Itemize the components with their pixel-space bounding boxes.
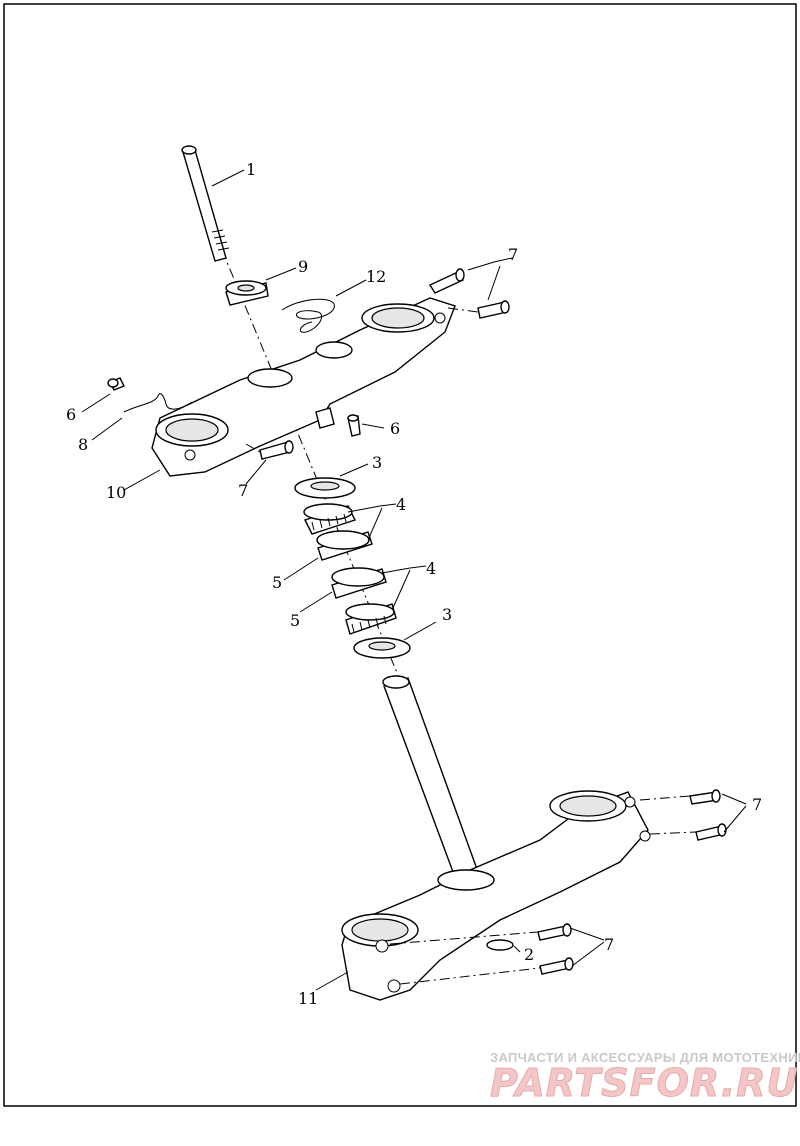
bracket-screw	[689, 789, 721, 805]
callout-9: 9	[298, 257, 308, 276]
callout-labels: 1 9 12 7 6 8 6 10 7 3 4 5 4 5 3 7 2 7 11	[66, 160, 762, 1008]
stem-bolt	[181, 145, 230, 262]
callout-6: 6	[66, 405, 76, 424]
watermark: ЗАПЧАСТИ И АКСЕССУАРЫ ДЛЯ МОТОТЕХНИКИ PA…	[490, 1050, 800, 1106]
callout-2: 2	[524, 945, 534, 964]
bracket-screw	[537, 923, 572, 941]
callout-11: 11	[298, 989, 318, 1008]
bearing-cup-lower	[331, 567, 387, 599]
callout-3: 3	[442, 605, 452, 624]
callout-8: 8	[78, 435, 88, 454]
bracket-screw	[477, 300, 510, 319]
upper-fork-bracket	[151, 297, 456, 477]
callout-7: 7	[752, 795, 762, 814]
callout-1: 1	[246, 160, 256, 179]
bracket-screw	[695, 823, 727, 841]
callout-4: 4	[426, 559, 436, 578]
watermark-brand: PARTSFOR.RU	[490, 1061, 798, 1105]
callout-7: 7	[238, 481, 248, 500]
bracket-screw	[539, 957, 574, 975]
bearing-cup-upper	[316, 530, 373, 561]
bracket-screw	[259, 440, 294, 460]
dust-shield-lower	[353, 637, 411, 659]
tapered-bearing-lower	[345, 603, 397, 635]
callout-5: 5	[290, 611, 300, 630]
callout-7: 7	[604, 935, 614, 954]
callout-12: 12	[366, 267, 386, 286]
watermark-tagline: ЗАПЧАСТИ И АКСЕССУАРЫ ДЛЯ МОТОТЕХНИКИ	[490, 1050, 800, 1065]
callout-4: 4	[396, 495, 406, 514]
cap-nut	[225, 280, 269, 306]
callout-6: 6	[390, 419, 400, 438]
callout-3: 3	[372, 453, 382, 472]
callout-10: 10	[106, 483, 126, 502]
callout-5: 5	[272, 573, 282, 592]
small-screw	[107, 377, 125, 391]
bracket-screw	[428, 268, 465, 294]
small-screw	[347, 414, 361, 437]
callout-7: 7	[508, 245, 518, 264]
diagram-border	[3, 3, 797, 1107]
dust-shield-upper	[294, 477, 356, 499]
screw-axis	[245, 307, 697, 985]
tapered-bearing-upper	[303, 503, 356, 535]
stem-washer	[486, 939, 514, 951]
wire-clip	[123, 393, 193, 413]
wire-retainer-clip	[281, 298, 335, 333]
leader-lines	[81, 169, 747, 991]
lower-fork-bracket	[341, 675, 651, 1001]
